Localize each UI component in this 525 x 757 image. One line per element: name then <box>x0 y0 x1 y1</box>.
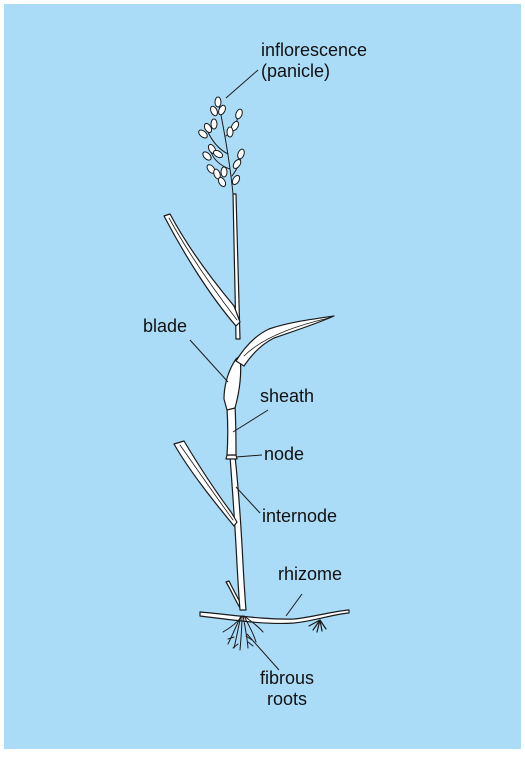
label-node: node <box>264 444 304 465</box>
label-sheath: sheath <box>260 386 314 407</box>
grass-plant-diagram <box>4 4 521 749</box>
label-internode: internode <box>262 506 337 527</box>
label-inflorescence-line2: (panicle) <box>261 61 367 82</box>
label-inflorescence-line1: inflorescence <box>261 40 367 61</box>
label-fibrous-roots-line1: fibrous <box>252 668 322 689</box>
label-blade: blade <box>143 316 187 337</box>
label-inflorescence: inflorescence (panicle) <box>261 40 367 82</box>
label-fibrous-roots: fibrous roots <box>252 668 322 710</box>
label-fibrous-roots-line2: roots <box>252 689 322 710</box>
label-rhizome: rhizome <box>278 564 342 585</box>
background-panel <box>4 4 521 749</box>
diagram-panel: inflorescence (panicle) blade sheath nod… <box>4 4 521 749</box>
